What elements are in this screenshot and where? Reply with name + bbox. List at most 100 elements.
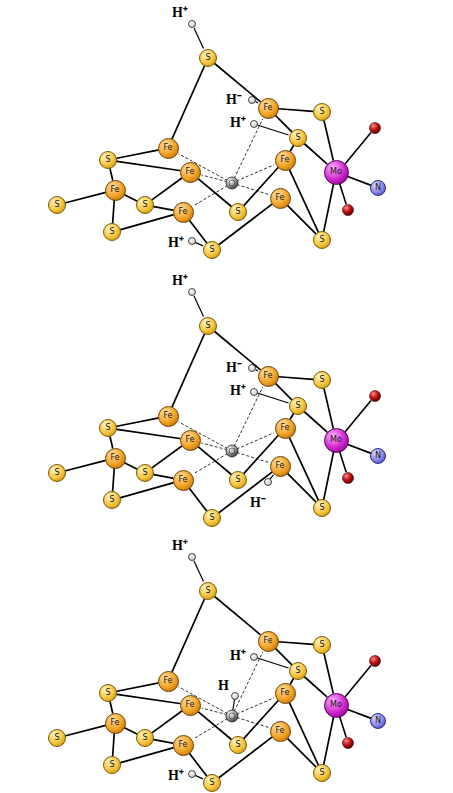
bond-line (121, 748, 173, 763)
bond-line (117, 683, 158, 691)
bond-line (289, 703, 318, 765)
hydrogen-label: H⁺ (168, 236, 184, 250)
atom-symbol: Fe (275, 194, 284, 202)
bond-line (124, 195, 137, 201)
bond-line (113, 733, 115, 756)
iron-atom: Fe (105, 448, 126, 469)
atom-symbol: Fe (110, 186, 119, 194)
bond-line (117, 429, 180, 438)
atom-symbol: Fe (163, 144, 172, 152)
iron-atom: Fe (275, 683, 296, 704)
atom-symbol: S (319, 769, 324, 777)
atom-symbol: Fe (110, 719, 119, 727)
bond-line (290, 679, 293, 684)
atom-symbol: S (109, 228, 114, 236)
bond-line (198, 179, 231, 207)
sulfur-atom: S (313, 636, 331, 654)
bond-line (124, 463, 137, 469)
iron-atom: Fe (105, 713, 126, 734)
sulfur-atom: S (48, 196, 66, 214)
bond-line (275, 383, 291, 399)
bond-line (117, 694, 180, 703)
bond-line (66, 193, 105, 203)
atom-symbol: N (375, 717, 381, 725)
sulfur-atom: S (99, 151, 117, 169)
atom-symbol: N (375, 184, 381, 192)
bond-line (152, 711, 181, 732)
atom-symbol: Fe (263, 372, 272, 380)
hydrogen-label: H⁺ (230, 649, 246, 663)
atom-symbol: S (319, 641, 324, 649)
bond-line (110, 169, 113, 180)
bond-line (324, 389, 333, 428)
iron-atom: Fe (275, 418, 296, 439)
atom-symbol: Fe (280, 424, 289, 432)
atom-symbol: S (295, 134, 300, 142)
atom-symbol: Fe (280, 689, 289, 697)
bond-line (324, 654, 333, 693)
atom-symbol: Fe (263, 637, 272, 645)
atom-symbol: S (319, 504, 324, 512)
bond-line (278, 642, 313, 645)
iron-atom: Fe (275, 150, 296, 171)
sulfur-atom: S (199, 317, 217, 335)
sulfur-atom: S (203, 241, 221, 259)
atom-symbol: S (142, 201, 147, 209)
iron-atom: Fe (258, 631, 279, 652)
iron-atom: Fe (173, 470, 194, 491)
iron-atom: Fe (258, 98, 279, 119)
atom-symbol: Fe (263, 104, 272, 112)
bond-line (152, 178, 181, 199)
nitrogen-atom: N (370, 713, 386, 729)
bond-line (305, 412, 327, 432)
nitrogen-atom: N (370, 180, 386, 196)
bond-line (348, 709, 371, 718)
atom-symbol: Mo (330, 436, 342, 444)
bond-line (215, 597, 260, 635)
atom-symbol: S (105, 156, 110, 164)
atom-symbol: S (54, 469, 59, 477)
atom-symbol: S (205, 587, 210, 595)
bond-line (172, 66, 204, 138)
bond-line (172, 599, 204, 671)
sulfur-atom: S (136, 196, 154, 214)
bond-line (278, 109, 313, 112)
atom-symbol: S (105, 424, 110, 432)
hydrogen-label: H⁻ (250, 496, 266, 510)
bond-line (305, 677, 327, 697)
hydrogen-label: H (218, 679, 229, 693)
bond-line (124, 728, 137, 734)
atom-symbol: S (109, 496, 114, 504)
bond-line (290, 414, 293, 419)
bond-line (275, 115, 291, 131)
atom-symbol: Fe (185, 701, 194, 709)
bond-line (324, 717, 334, 764)
hydrogen-label: H⁺ (172, 539, 188, 553)
bond-line (189, 488, 206, 510)
bond-line (117, 418, 158, 426)
hydrogen-label: H⁺ (230, 384, 246, 398)
atom-symbol: Fe (110, 454, 119, 462)
bond-line (324, 452, 334, 499)
bond-line (113, 468, 115, 491)
bond-line (287, 205, 315, 233)
bond-line (66, 726, 105, 736)
sulfur-atom: S (99, 684, 117, 702)
sulfur-atom: S (199, 49, 217, 67)
bond-line (278, 377, 313, 380)
bond-line (289, 438, 318, 500)
hydrogen-label: H⁺ (172, 6, 188, 20)
bond-line (154, 207, 173, 210)
sulfur-atom: S (203, 774, 221, 792)
atom-symbol: Fe (163, 412, 172, 420)
sulfur-atom: S (313, 764, 331, 782)
atom-symbol: Mo (330, 701, 342, 709)
iron-atom: Fe (258, 366, 279, 387)
sulfur-atom: S (203, 509, 221, 527)
bond-line (117, 161, 180, 170)
bond-line (287, 738, 315, 766)
iron-atom: Fe (180, 430, 201, 451)
